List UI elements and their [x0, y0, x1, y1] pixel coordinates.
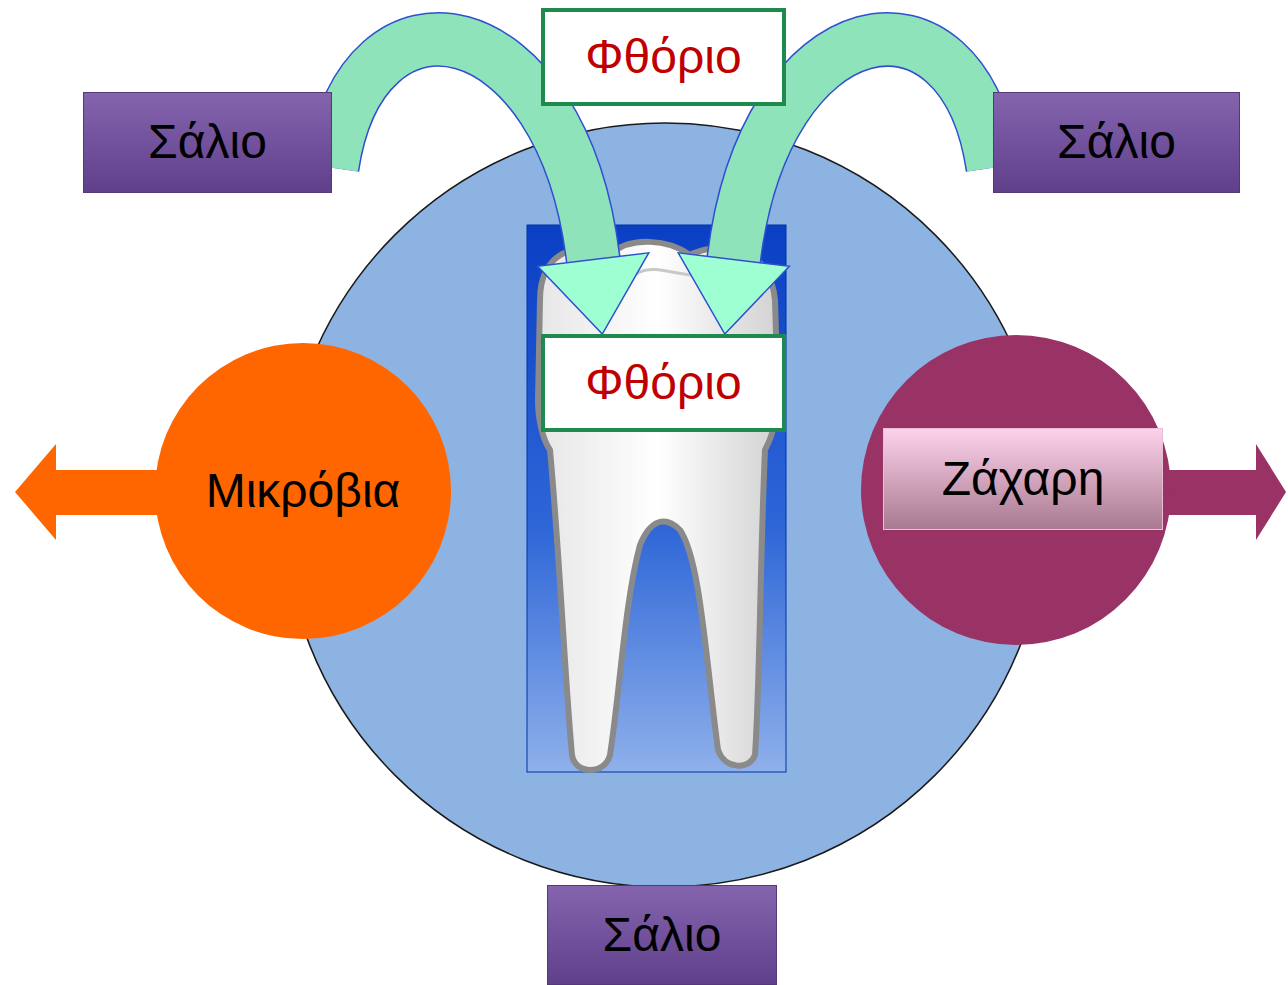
- node-label: Φθόριο: [585, 31, 741, 84]
- node-label: Σάλιο: [1057, 116, 1176, 169]
- node-label: Φθόριο: [585, 357, 741, 410]
- fluoride-box: Φθόριο: [541, 8, 786, 106]
- node-label: Σάλιο: [603, 909, 722, 962]
- saliva-box: Σάλιο: [83, 92, 332, 193]
- microbes-circle: Μικρόβια: [155, 343, 451, 639]
- fluoride-box: Φθόριο: [541, 334, 786, 432]
- node-label: Σάλιο: [148, 116, 267, 169]
- sugar-circle: Ζάχαρη: [861, 335, 1171, 645]
- tooth-illustration: [538, 242, 778, 770]
- node-label: Ζάχαρη: [883, 428, 1163, 530]
- saliva-box: Σάλιο: [547, 885, 777, 985]
- saliva-box: Σάλιο: [993, 92, 1240, 193]
- node-label: Μικρόβια: [206, 465, 401, 518]
